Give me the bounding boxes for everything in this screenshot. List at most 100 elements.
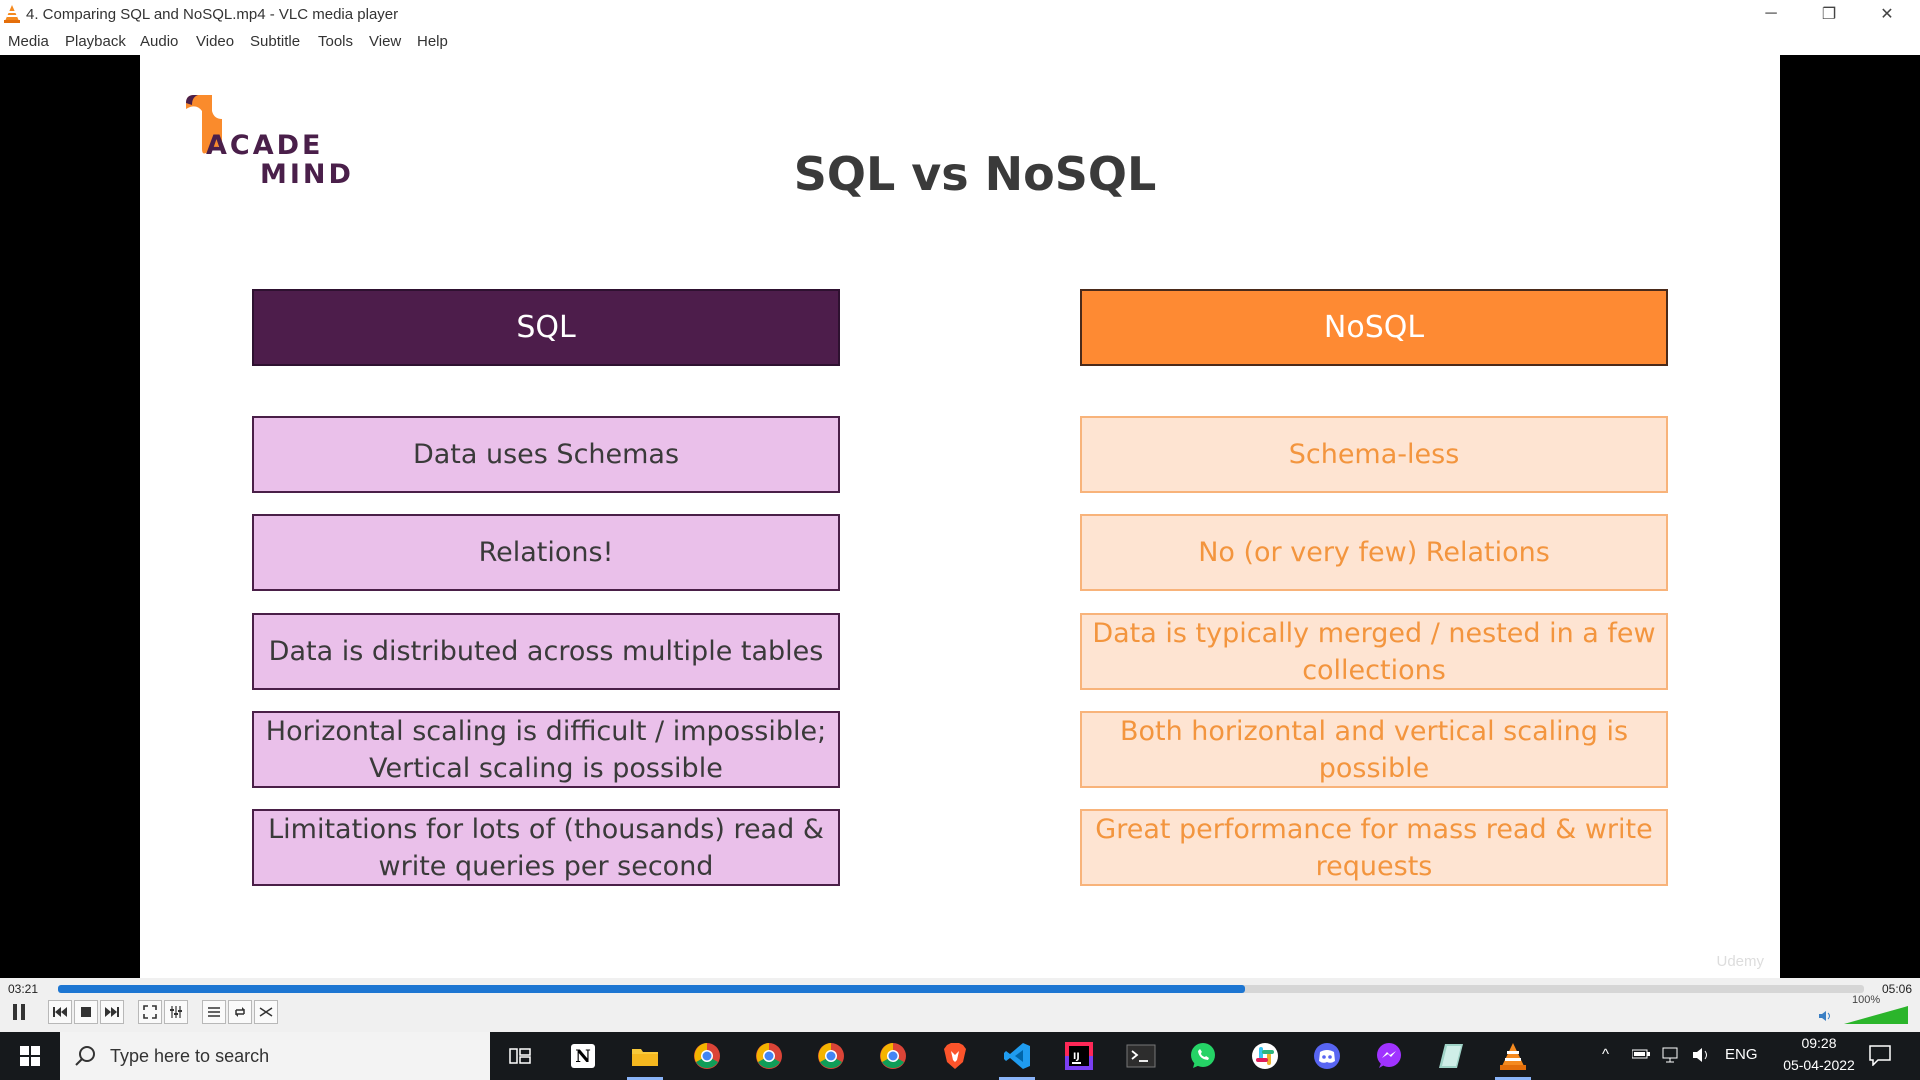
windows-icon bbox=[20, 1046, 40, 1066]
nosql-row: Both horizontal and vertical scaling is … bbox=[1080, 711, 1668, 788]
notifications-icon[interactable] bbox=[1868, 1044, 1892, 1066]
menu-help[interactable]: Help bbox=[417, 33, 448, 50]
udemy-watermark: Udemy bbox=[1716, 953, 1764, 970]
loop-button[interactable] bbox=[228, 1000, 252, 1024]
taskbar-discord[interactable] bbox=[1297, 1032, 1357, 1080]
network-icon[interactable] bbox=[1662, 1047, 1682, 1063]
taskbar-brave[interactable] bbox=[925, 1032, 985, 1080]
taskbar-file-explorer[interactable] bbox=[615, 1032, 675, 1080]
sql-row: Limitations for lots of (thousands) read… bbox=[252, 809, 840, 886]
notes-icon bbox=[1439, 1044, 1463, 1068]
sql-row: Data uses Schemas bbox=[252, 416, 840, 493]
taskbar-notes-app[interactable] bbox=[1421, 1032, 1481, 1080]
fullscreen-button[interactable] bbox=[138, 1000, 162, 1024]
volume-icon[interactable] bbox=[1692, 1047, 1712, 1063]
folder-icon bbox=[632, 1049, 658, 1066]
equalizer-icon bbox=[170, 1006, 182, 1018]
slack-icon bbox=[1252, 1043, 1278, 1069]
menu-view[interactable]: View bbox=[369, 33, 402, 50]
taskbar-whatsapp[interactable] bbox=[1173, 1032, 1233, 1080]
shuffle-icon bbox=[259, 1007, 273, 1017]
seek-bar[interactable] bbox=[58, 985, 1864, 993]
taskbar-notion[interactable]: N bbox=[553, 1032, 613, 1080]
taskbar-terminal[interactable] bbox=[1111, 1032, 1171, 1080]
intellij-icon: IJ bbox=[1065, 1042, 1093, 1070]
svg-text:IJ: IJ bbox=[1073, 1052, 1080, 1062]
chrome-icon bbox=[694, 1043, 720, 1069]
vscode-icon bbox=[1004, 1043, 1030, 1069]
academind-logo bbox=[186, 95, 222, 154]
extended-settings-button[interactable] bbox=[164, 1000, 188, 1024]
taskbar-intellij[interactable]: IJ bbox=[1049, 1032, 1109, 1080]
previous-button[interactable] bbox=[48, 1000, 72, 1024]
terminal-icon bbox=[1126, 1044, 1156, 1068]
slide: ACADE MIND SQL vs NoSQL SQL NoSQL Data u… bbox=[140, 55, 1780, 978]
seek-bar-fill bbox=[58, 985, 1245, 993]
task-view-icon bbox=[509, 1048, 531, 1064]
discord-icon bbox=[1314, 1043, 1340, 1069]
menu-subtitle[interactable]: Subtitle bbox=[250, 33, 301, 50]
taskbar-messenger[interactable] bbox=[1359, 1032, 1419, 1080]
speaker-icon[interactable] bbox=[1818, 1010, 1832, 1022]
restore-button[interactable]: ❐ bbox=[1821, 6, 1837, 23]
menu-media[interactable]: Media bbox=[8, 33, 49, 50]
menu-video[interactable]: Video bbox=[196, 33, 235, 50]
shuffle-button[interactable] bbox=[254, 1000, 278, 1024]
nosql-row: Great performance for mass read & write … bbox=[1080, 809, 1668, 886]
notion-icon: N bbox=[571, 1044, 595, 1068]
vlc-icon bbox=[1500, 1043, 1526, 1070]
next-icon bbox=[105, 1007, 119, 1017]
task-view-button[interactable] bbox=[490, 1032, 550, 1080]
search-placeholder: Type here to search bbox=[110, 1046, 270, 1066]
clock-time[interactable]: 09:28 bbox=[1801, 1035, 1837, 1051]
elapsed-time: 03:21 bbox=[8, 982, 39, 996]
menu-audio[interactable]: Audio bbox=[140, 33, 179, 50]
chrome-icon bbox=[756, 1043, 782, 1069]
volume-percent: 100% bbox=[1852, 994, 1881, 1006]
taskbar-vscode[interactable] bbox=[987, 1032, 1047, 1080]
playlist-icon bbox=[208, 1007, 220, 1017]
volume-slider[interactable] bbox=[1844, 1006, 1910, 1024]
brave-icon bbox=[944, 1043, 966, 1069]
start-button[interactable] bbox=[0, 1032, 60, 1080]
taskbar-chrome-1[interactable] bbox=[677, 1032, 737, 1080]
input-language[interactable]: ENG bbox=[1725, 1046, 1758, 1063]
volume-slider-fill bbox=[1844, 1006, 1908, 1024]
stop-icon bbox=[81, 1007, 91, 1017]
clock-date[interactable]: 05-04-2022 bbox=[1783, 1057, 1855, 1073]
taskbar-slack[interactable] bbox=[1235, 1032, 1295, 1080]
taskbar-vlc[interactable] bbox=[1483, 1032, 1543, 1080]
taskbar-chrome-3[interactable] bbox=[801, 1032, 861, 1080]
pause-button[interactable] bbox=[6, 1000, 32, 1024]
next-button[interactable] bbox=[100, 1000, 124, 1024]
playlist-button[interactable] bbox=[202, 1000, 226, 1024]
slide-title: SQL vs NoSQL bbox=[793, 147, 1157, 201]
title-bar: 4. Comparing SQL and NoSQL.mp4 - VLC med… bbox=[0, 0, 1920, 28]
nosql-column-header: NoSQL bbox=[1080, 289, 1668, 366]
total-time: 05:06 bbox=[1881, 982, 1912, 996]
taskbar-chrome-4[interactable] bbox=[863, 1032, 923, 1080]
minimize-button[interactable]: ─ bbox=[1765, 5, 1777, 22]
tray-chevron-up-icon[interactable]: ^ bbox=[1602, 1046, 1610, 1063]
sql-column-header: SQL bbox=[252, 289, 840, 366]
whatsapp-icon bbox=[1191, 1043, 1215, 1068]
menu-playback[interactable]: Playback bbox=[65, 33, 126, 50]
chrome-icon bbox=[818, 1043, 844, 1069]
pause-icon bbox=[13, 1004, 25, 1020]
sql-row: Data is distributed across multiple tabl… bbox=[252, 613, 840, 690]
close-button[interactable]: ✕ bbox=[1880, 6, 1894, 23]
taskbar-search[interactable]: Type here to search bbox=[60, 1032, 490, 1080]
logo-text-acade: ACADE bbox=[206, 130, 324, 161]
nosql-row: Data is typically merged / nested in a f… bbox=[1080, 613, 1668, 690]
menu-tools[interactable]: Tools bbox=[318, 33, 354, 50]
search-icon bbox=[75, 1046, 95, 1066]
stop-button[interactable] bbox=[74, 1000, 98, 1024]
battery-icon[interactable] bbox=[1632, 1049, 1650, 1059]
nosql-row: No (or very few) Relations bbox=[1080, 514, 1668, 591]
loop-icon bbox=[235, 1007, 245, 1017]
player-controls: 03:21 05:06 100% bbox=[0, 978, 1920, 1032]
chrome-icon bbox=[880, 1043, 906, 1069]
sql-row: Horizontal scaling is difficult / imposs… bbox=[252, 711, 840, 788]
video-area[interactable]: ACADE MIND SQL vs NoSQL SQL NoSQL Data u… bbox=[0, 55, 1920, 978]
taskbar-chrome-2[interactable] bbox=[739, 1032, 799, 1080]
